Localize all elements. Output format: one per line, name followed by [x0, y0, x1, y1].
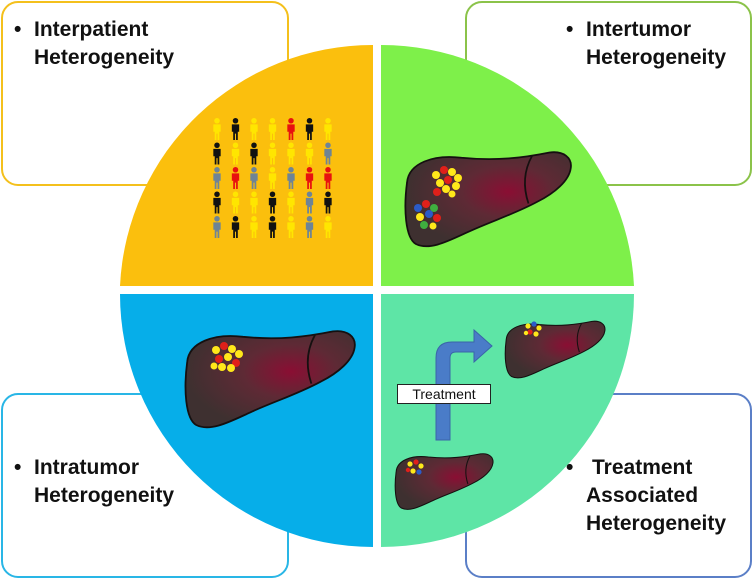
tumor-cluster-pre [405, 459, 424, 475]
treatment-arrow [435, 328, 493, 441]
intertumor-title: •Intertumor Heterogeneity [566, 18, 727, 69]
tumor-cluster-intratumor [210, 342, 243, 372]
liver-intertumor [404, 151, 572, 248]
treatment-label: Treatment [397, 384, 491, 404]
tumor-cluster-large [432, 166, 462, 198]
tumor-cluster-mixed [414, 200, 441, 230]
interpatient-title: •Interpatient Heterogeneity [14, 18, 175, 69]
treatment-title: •Treatment Associated Heterogeneity [566, 456, 727, 535]
liver-intratumor [184, 330, 356, 429]
liver-pre-treatment [394, 453, 494, 510]
intratumor-title: •Intratumor Heterogeneity [14, 456, 175, 507]
tumor-cluster-post [523, 321, 542, 337]
liver-post-treatment [504, 320, 606, 379]
